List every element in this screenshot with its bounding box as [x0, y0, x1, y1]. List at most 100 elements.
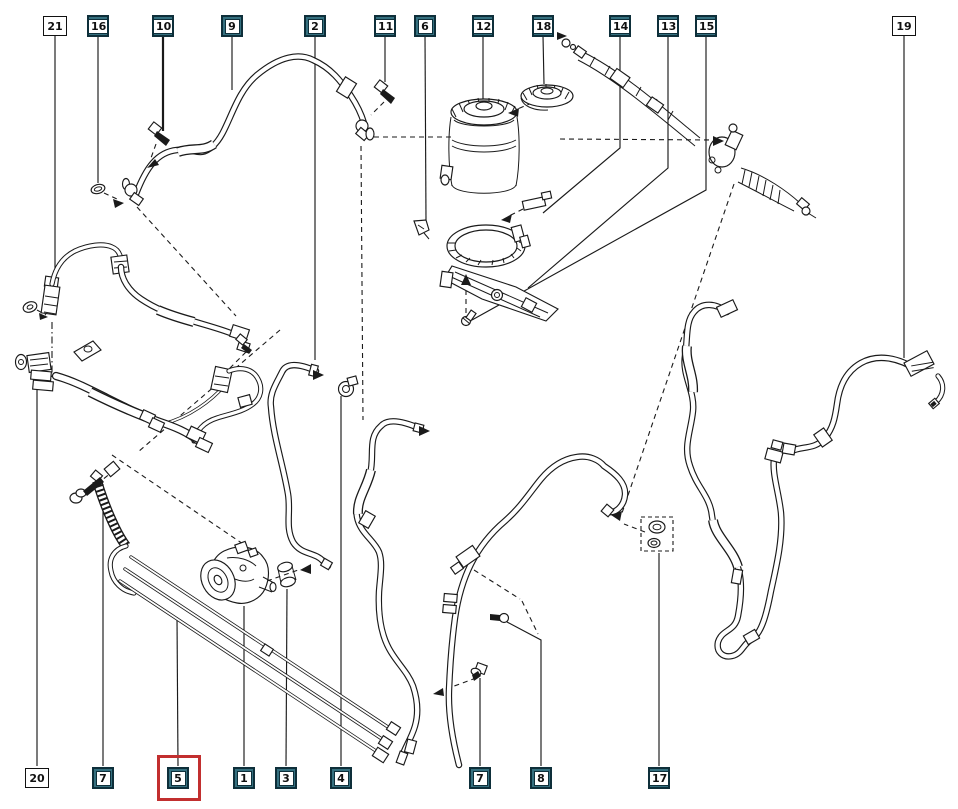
clip-6-drawing — [413, 219, 430, 240]
cap-18-drawing — [520, 84, 574, 111]
hose-tee-fitting — [455, 544, 481, 569]
part-label-number: 16 — [88, 18, 108, 34]
o-ring-16-drawing — [90, 183, 106, 195]
part-label-2[interactable]: 2 — [304, 15, 326, 37]
return-hose-center-drawing — [352, 418, 425, 766]
guide-pump-to-bushing — [266, 568, 302, 582]
pipes-5-drawing — [89, 469, 402, 764]
arrow-hose-to-rack — [713, 136, 724, 146]
guide-bolt8 — [473, 569, 539, 635]
part-label-17-bottom[interactable]: 17 — [648, 767, 670, 789]
guide-bolt-to-coupling — [228, 351, 247, 370]
part-label-19[interactable]: 19 — [892, 16, 916, 36]
guide-bolt11 — [370, 101, 385, 116]
leader-line-6 — [424, 35, 427, 221]
leader-line-14 — [542, 36, 621, 214]
part-label-15[interactable]: 15 — [695, 15, 717, 37]
part-label-number: 8 — [533, 770, 549, 786]
leader-line-8 — [506, 621, 542, 766]
part-label-number: 21 — [47, 19, 63, 33]
part-label-3-bottom[interactable]: 3 — [275, 767, 297, 789]
hose-2-drawing — [267, 361, 334, 571]
part-label-7-bottom[interactable]: 7 — [92, 767, 114, 789]
leader-line-18 — [542, 35, 545, 85]
orings-17-drawing — [640, 516, 674, 552]
part-label-6[interactable]: 6 — [414, 15, 436, 37]
guide-assembly-v1 — [137, 329, 281, 453]
arrow-pin-to-clamp — [501, 214, 512, 223]
arrow-eyelet21-target — [39, 313, 48, 320]
part-label-10[interactable]: 10 — [152, 15, 174, 37]
screw-15-drawing — [460, 309, 477, 327]
part-label-number: 1 — [236, 770, 252, 786]
guide-orings17 — [623, 523, 646, 533]
hose9-eyelet-2 — [365, 127, 375, 141]
part-label-14[interactable]: 14 — [609, 15, 631, 37]
part-label-number: 11 — [375, 18, 395, 34]
part-label-number: 7 — [472, 770, 488, 786]
arrow-rack-tie-rod — [557, 32, 567, 40]
part-label-number: 18 — [533, 18, 553, 34]
hose-end-tip — [600, 503, 615, 518]
part-label-number: 4 — [333, 770, 349, 786]
arrow-hose2-bottom — [300, 564, 311, 574]
part-label-13[interactable]: 13 — [657, 15, 679, 37]
part-label-number: 5 — [170, 770, 186, 786]
pipe-clip — [237, 393, 253, 409]
part-label-number: 10 — [153, 18, 173, 34]
part-label-number: 13 — [658, 18, 678, 34]
part-label-number: 14 — [610, 18, 630, 34]
part-label-number: 15 — [696, 18, 716, 34]
arrow-return-hose-end — [419, 426, 430, 436]
pump-1-drawing — [200, 540, 277, 604]
small-bolt — [234, 333, 249, 346]
part-label-number: 20 — [29, 771, 45, 785]
part-label-5-bottom[interactable]: 5 — [167, 767, 189, 789]
guide-hose9-to-rack-b — [559, 138, 715, 141]
guide-bolt7-to-hose — [437, 677, 477, 693]
part-label-21[interactable]: 21 — [43, 16, 67, 36]
clamp-4-drawing — [337, 375, 359, 398]
part-label-16[interactable]: 16 — [87, 15, 109, 37]
guide-eyelet21 — [36, 309, 47, 316]
guide-bolt10 — [150, 143, 157, 159]
part-label-4-bottom[interactable]: 4 — [330, 767, 352, 789]
guide-pin-to-clamp — [506, 208, 524, 218]
part-label-number: 3 — [278, 770, 294, 786]
part-label-7-bottom[interactable]: 7 — [469, 767, 491, 789]
reservoir-12-drawing — [439, 97, 520, 194]
hose-rack-return-drawing — [681, 298, 785, 660]
part-label-number: 6 — [417, 18, 433, 34]
pipe-spring-guard — [93, 479, 130, 549]
assembly-guide-lines — [36, 101, 735, 693]
selected-part-highlight — [157, 755, 201, 801]
part-label-20-bottom[interactable]: 20 — [25, 768, 49, 788]
arrow-cap-to-reservoir — [508, 108, 519, 117]
hose-19-drawing — [781, 349, 946, 456]
part-label-number: 2 — [307, 18, 323, 34]
guide-pipe21-to-assembly — [136, 206, 237, 317]
part-label-number: 12 — [473, 18, 493, 34]
arrow-oring16-target — [113, 199, 124, 208]
leader-line-13 — [527, 36, 669, 289]
arrow-orings-to-hose — [611, 511, 622, 521]
bolt-10-drawing — [147, 121, 170, 146]
part-label-11[interactable]: 11 — [374, 15, 396, 37]
guide-oring16 — [103, 192, 118, 200]
part-label-9[interactable]: 9 — [221, 15, 243, 37]
part-label-number: 17 — [649, 770, 669, 786]
part-label-8-bottom[interactable]: 8 — [530, 767, 552, 789]
arrow-bolt7-target — [433, 688, 444, 696]
part-label-18[interactable]: 18 — [532, 15, 554, 37]
guide-vertical-center — [360, 145, 364, 421]
bolt-11-drawing — [373, 79, 395, 104]
part-label-number: 7 — [95, 770, 111, 786]
guide-assembly-to-pump — [111, 454, 247, 547]
part-label-number: 19 — [896, 19, 912, 33]
part-label-1-bottom[interactable]: 1 — [233, 767, 255, 789]
bolt-7-nut — [103, 460, 121, 478]
hose9-end-fitting — [128, 191, 145, 207]
part-label-12[interactable]: 12 — [472, 15, 494, 37]
